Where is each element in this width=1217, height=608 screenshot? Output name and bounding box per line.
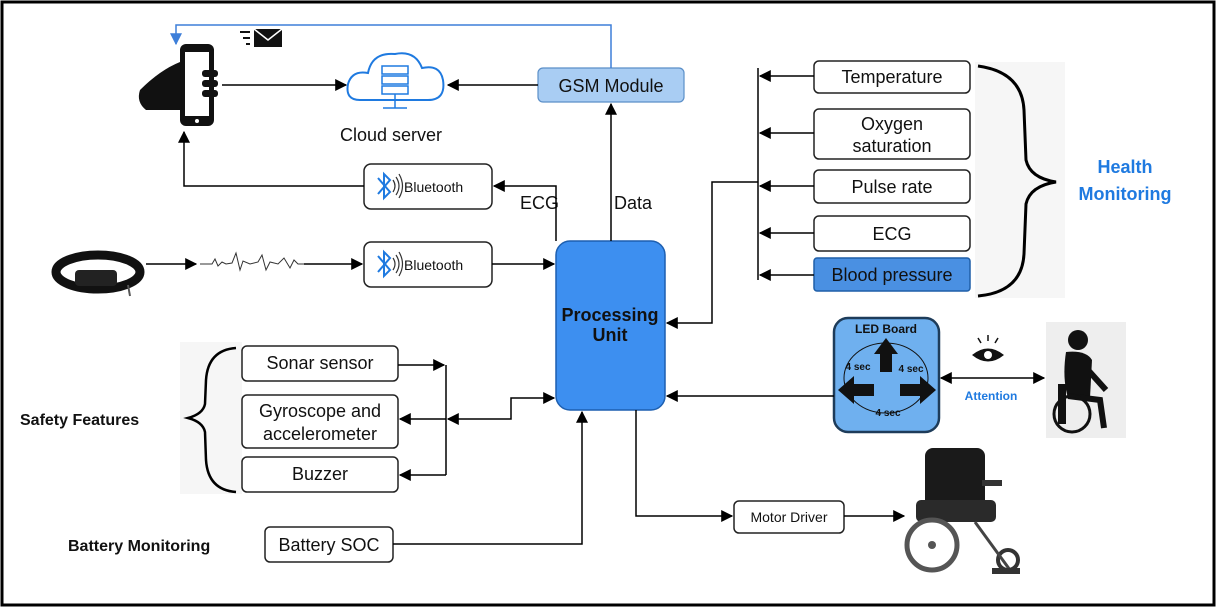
ecg-chest-strap-icon <box>51 250 145 297</box>
gyroscope-box <box>241 394 399 449</box>
bluetooth-to-phone-connector <box>178 130 364 187</box>
cloud-server-label: Cloud server <box>340 125 442 145</box>
arrow-left-icon <box>838 376 874 404</box>
envelope-icon <box>240 28 283 47</box>
sonar-sensor-label: Sonar sensor <box>266 353 373 373</box>
battery-soc-label: Battery SOC <box>278 535 379 555</box>
bluetooth-box-top: Bluetooth <box>363 163 493 210</box>
buzzer-box <box>241 456 399 493</box>
data-edge-label: Data <box>614 193 653 213</box>
smartphone-icon <box>138 44 218 126</box>
arrow-up-icon <box>874 338 898 372</box>
led-time-left: 4 sec <box>845 362 870 373</box>
safety-features-label: Safety Features <box>20 412 139 429</box>
safety-to-processing-connector <box>446 392 556 425</box>
health-to-processing-connector <box>665 181 758 329</box>
ecg-label: ECG <box>872 224 911 244</box>
safety-brace <box>183 346 237 494</box>
bluetooth-label-top: Bluetooth <box>404 179 463 195</box>
pulse-rate-label: Pulse rate <box>851 177 932 197</box>
wheelchair-icon <box>904 448 1020 574</box>
gyroscope-label-line1: Gyroscope and <box>259 401 381 421</box>
oxygen-label-line1: Oxygen <box>861 114 923 134</box>
bluetooth-icon <box>377 249 404 279</box>
led-time-right: 4 sec <box>898 364 923 375</box>
health-brace <box>977 64 1057 298</box>
oxygen-saturation-box <box>813 108 971 160</box>
processing-to-bluetooth-connector <box>492 180 557 241</box>
health-monitoring-title-line1: Health <box>1097 157 1152 177</box>
bluetooth-box-bottom: Bluetooth <box>363 241 493 288</box>
led-board-box <box>832 316 941 434</box>
oxygen-label-line2: saturation <box>852 136 931 156</box>
temperature-box <box>813 60 971 94</box>
led-time-bottom: 4 sec <box>875 408 900 419</box>
bluetooth-label-bottom: Bluetooth <box>404 257 463 273</box>
processing-to-motor-driver-connector <box>635 410 734 522</box>
eye-icon <box>972 335 1004 362</box>
health-monitoring-title-line2: Monitoring <box>1079 184 1172 204</box>
cloud-server-icon <box>346 52 445 109</box>
attention-label: Attention <box>965 389 1018 403</box>
temperature-label: Temperature <box>841 67 942 87</box>
gsm-module-label: GSM Module <box>558 76 663 96</box>
blood-pressure-label: Blood pressure <box>831 265 952 285</box>
ecg-edge-label: ECG <box>520 193 559 213</box>
ecg-waveform <box>200 251 304 272</box>
motor-driver-label: Motor Driver <box>750 509 827 525</box>
arrow-right-icon <box>900 376 936 404</box>
wheelchair-user-icon <box>1046 322 1126 438</box>
buzzer-label: Buzzer <box>292 464 348 484</box>
processing-unit-label-line1: Processing <box>561 305 658 325</box>
motor-driver-box <box>733 500 845 534</box>
battery-to-processing-connector <box>393 410 588 545</box>
bluetooth-icon <box>377 171 404 201</box>
processing-unit-label-line2: Unit <box>593 325 628 345</box>
sonar-sensor-box <box>241 345 399 382</box>
gyroscope-label-line2: accelerometer <box>263 424 377 444</box>
notification-connector <box>170 24 612 68</box>
led-board-title: LED Board <box>855 322 917 336</box>
battery-monitoring-label: Battery Monitoring <box>68 538 210 555</box>
